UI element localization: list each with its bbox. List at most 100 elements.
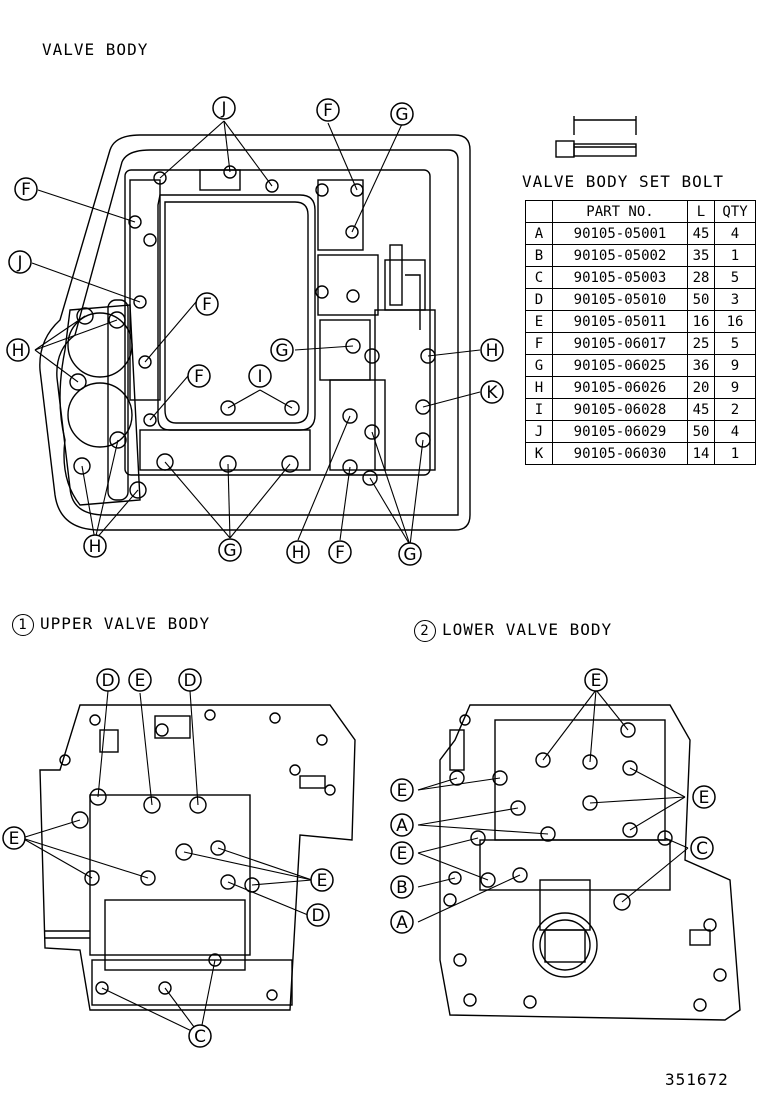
callout-letter: F (21, 180, 31, 200)
quantity: 1 (714, 442, 756, 465)
callout-i: I (248, 364, 272, 388)
callout-f: F (187, 364, 211, 388)
length: 36 (687, 354, 715, 377)
lower-valve-body-label: 2 LOWER VALVE BODY (414, 620, 612, 642)
callout-f: F (316, 98, 340, 122)
callout-letter: F (202, 295, 212, 315)
lower-valve-body-drawing (439, 704, 741, 1021)
callout-circle (6, 338, 30, 362)
callout-circle (390, 875, 414, 899)
callout-circle (286, 540, 310, 564)
length: 50 (687, 288, 715, 311)
header-qty: QTY (714, 200, 756, 223)
callout-circle (390, 102, 414, 126)
callout-h: H (480, 338, 504, 362)
callout-circle (128, 668, 152, 692)
callout-letter: C (696, 839, 708, 859)
callout-e: E (692, 785, 716, 809)
callout-d: D (306, 903, 330, 927)
callout-g: G (218, 538, 242, 562)
callout-h: H (6, 338, 30, 362)
callout-letter: D (183, 671, 196, 691)
callout-letter: E (135, 671, 146, 691)
callout-circle (306, 903, 330, 927)
callout-b: B (390, 875, 414, 899)
callout-a: A (390, 910, 414, 934)
callout-f: F (14, 177, 38, 201)
callout-letter: E (591, 671, 602, 691)
header-part-no: PART NO. (552, 200, 688, 223)
callout-circle (480, 380, 504, 404)
callout-j: J (8, 250, 32, 274)
page-title: VALVE BODY (42, 40, 149, 59)
length: 35 (687, 244, 715, 267)
part-number: 90105-05003 (552, 266, 688, 289)
upper-number-badge: 1 (12, 614, 34, 636)
callout-c: C (690, 836, 714, 860)
callout-circle (195, 292, 219, 316)
callout-circle (310, 868, 334, 892)
callout-letter: H (292, 543, 305, 563)
callout-circle (390, 778, 414, 802)
table-header-row: PART NO. L QTY (525, 200, 756, 223)
leader-lines-upper (21, 690, 313, 1036)
callout-d: D (96, 668, 120, 692)
callout-circle (390, 813, 414, 837)
callout-g: G (270, 338, 294, 362)
callout-letter: D (101, 671, 114, 691)
callout-g: G (398, 542, 422, 566)
callout-letter: B (396, 878, 408, 898)
callout-letter: E (397, 844, 408, 864)
length: 45 (687, 222, 715, 245)
upper-valve-body-label: 1 UPPER VALVE BODY (12, 614, 210, 636)
callout-letter: G (395, 105, 408, 125)
bolt-holes-upper (71, 788, 260, 995)
callout-circle (248, 364, 272, 388)
callout-letter: E (699, 788, 710, 808)
lower-number-badge: 2 (414, 620, 436, 642)
callout-j: J (212, 96, 236, 120)
callout-letter: C (194, 1027, 206, 1047)
callout-circle (14, 177, 38, 201)
leader-lines-lower (417, 689, 689, 923)
part-number: 90105-05011 (552, 310, 688, 333)
callout-f: F (195, 292, 219, 316)
callout-letter: F (323, 101, 333, 121)
callout-circle (2, 826, 26, 850)
callout-circle (390, 841, 414, 865)
upper-valve-body-drawing (39, 704, 356, 1011)
callout-letter: I (257, 367, 262, 387)
callout-e: E (2, 826, 26, 850)
callout-letter: G (275, 341, 288, 361)
callout-letter: J (16, 253, 22, 273)
callout-circle (690, 836, 714, 860)
figure-number: 351672 (665, 1070, 729, 1089)
callout-a: A (390, 813, 414, 837)
lower-valve-body-text: LOWER VALVE BODY (442, 620, 613, 639)
callout-d: D (178, 668, 202, 692)
callout-circle (584, 668, 608, 692)
callout-letter: G (223, 541, 236, 561)
callout-letter: K (486, 383, 498, 403)
callout-e: E (390, 841, 414, 865)
callout-f: F (328, 540, 352, 564)
callout-letter: D (311, 906, 324, 926)
callout-circle (212, 96, 236, 120)
callout-letter: F (335, 543, 345, 563)
assembled-valve-body (39, 134, 471, 531)
callout-letter: E (317, 871, 328, 891)
leader-lines-top (31, 120, 481, 546)
upper-valve-body-text: UPPER VALVE BODY (40, 614, 211, 633)
callout-circle (178, 668, 202, 692)
quantity: 5 (714, 266, 756, 289)
